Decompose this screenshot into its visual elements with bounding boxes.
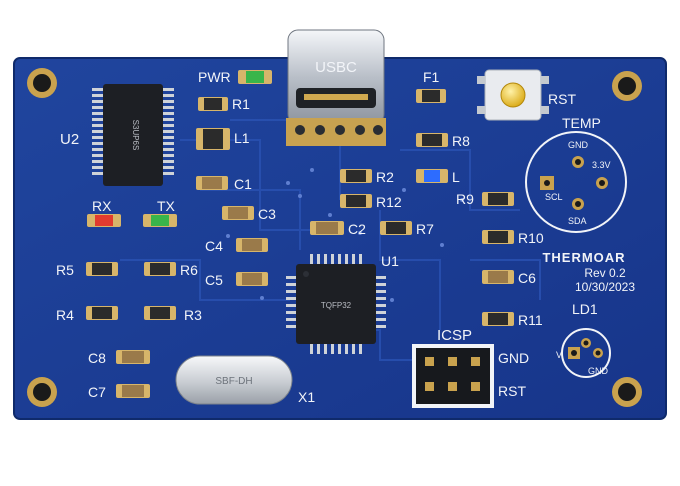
resistor-r1 — [198, 97, 228, 111]
label-temp-scl: SCL — [545, 192, 563, 202]
label-date: 10/30/2023 — [575, 280, 635, 294]
label-icsp-rst: RST — [498, 383, 526, 399]
label-temp: TEMP — [562, 115, 601, 131]
led-rx — [87, 214, 121, 227]
led-tx — [143, 214, 177, 227]
u1-marking: TQFP32 — [321, 301, 352, 310]
label-c1: C1 — [234, 176, 252, 192]
label-r1: R1 — [232, 96, 250, 112]
temp-sensor-footprint — [525, 131, 627, 233]
resistor-r12 — [340, 194, 372, 208]
label-c2: C2 — [348, 221, 366, 237]
resistor-r5 — [86, 262, 118, 276]
resistor-r8 — [416, 133, 448, 147]
led-pwr — [238, 70, 272, 84]
capacitor-c7 — [116, 384, 150, 398]
label-c8: C8 — [88, 350, 106, 366]
resistor-r6 — [144, 262, 176, 276]
capacitor-c2 — [310, 221, 344, 235]
ld1-footprint — [561, 328, 611, 378]
label-temp-sda: SDA — [568, 216, 587, 226]
label-pwr: PWR — [198, 69, 231, 85]
label-r9: R9 — [456, 191, 474, 207]
label-rx: RX — [92, 198, 112, 214]
capacitor-c5 — [236, 272, 268, 286]
label-tx: TX — [157, 198, 176, 214]
label-r10: R10 — [518, 230, 544, 246]
x1-marking: SBF-DH — [215, 376, 252, 387]
label-x1: X1 — [298, 389, 315, 405]
capacitor-c4 — [236, 238, 268, 252]
label-u1: U1 — [381, 253, 399, 269]
resistor-r11 — [482, 312, 514, 326]
capacitor-c6 — [482, 270, 514, 284]
resistor-r2 — [340, 169, 372, 183]
resistor-r7 — [380, 221, 412, 235]
mounting-holes — [27, 68, 642, 407]
chip-u1: TQFP32 — [286, 254, 386, 354]
label-c6: C6 — [518, 270, 536, 286]
label-c5: C5 — [205, 272, 223, 288]
label-l: L — [452, 169, 460, 185]
label-r8: R8 — [452, 133, 470, 149]
usbc-connector — [286, 29, 386, 146]
u2-marking: S3UP6S — [131, 120, 140, 151]
brand-logo: THERMOAR — [542, 250, 625, 265]
label-ld1: LD1 — [572, 301, 598, 317]
label-temp-3v3: 3.3V — [592, 160, 611, 170]
inductor-l1 — [196, 128, 230, 150]
resistor-r3 — [144, 306, 176, 320]
label-l1: L1 — [234, 130, 250, 146]
crystal-x1: SBF-DH — [175, 355, 293, 405]
label-temp-gnd: GND — [568, 140, 589, 150]
label-r11: R11 — [518, 312, 543, 328]
label-r7: R7 — [416, 221, 434, 237]
label-r5: R5 — [56, 262, 74, 278]
label-r6: R6 — [180, 262, 198, 278]
resistor-r9 — [482, 192, 514, 206]
label-ld1-v: V — [556, 350, 562, 360]
resistor-r4 — [86, 306, 118, 320]
label-r3: R3 — [184, 307, 202, 323]
label-c7: C7 — [88, 384, 106, 400]
label-rst-button: RST — [548, 91, 576, 107]
capacitor-c3 — [222, 206, 254, 220]
label-c4: C4 — [205, 238, 223, 254]
capacitor-c8 — [116, 350, 150, 364]
fuse-f1 — [416, 89, 446, 103]
label-r2: R2 — [376, 169, 394, 185]
resistor-r10 — [482, 230, 514, 244]
led-l — [416, 169, 448, 183]
label-c3: C3 — [258, 206, 276, 222]
label-r12: R12 — [376, 194, 402, 210]
label-usbc: USBC — [315, 59, 357, 76]
label-ld1-gnd: GND — [588, 366, 609, 376]
label-r4: R4 — [56, 307, 74, 323]
label-icsp: ICSP — [437, 327, 472, 344]
label-u2: U2 — [60, 131, 79, 148]
reset-button[interactable] — [477, 69, 549, 121]
label-rev: Rev 0.2 — [584, 266, 626, 280]
icsp-header — [412, 344, 494, 408]
capacitor-c1 — [196, 176, 228, 190]
chip-u2: S3UP6S — [92, 84, 174, 186]
label-f1: F1 — [423, 69, 440, 85]
label-icsp-gnd: GND — [498, 350, 529, 366]
